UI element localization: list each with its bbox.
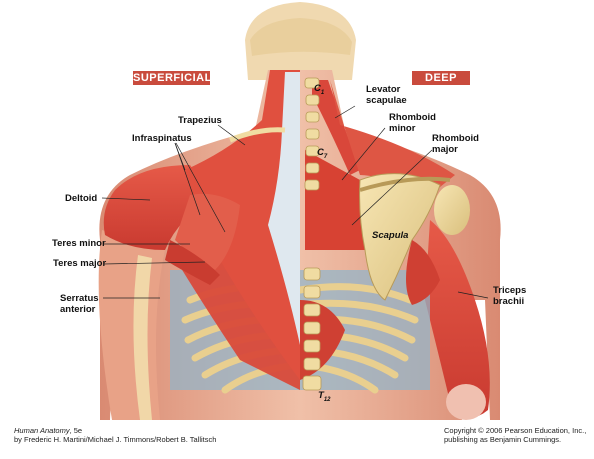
superficial-tag: SUPERFICIAL	[133, 71, 212, 85]
footer-authors: by Frederic H. Martini/Michael J. Timmon…	[14, 435, 217, 444]
label-scapula: Scapula	[372, 230, 409, 241]
right-deep-muscle	[406, 240, 440, 305]
hair-shape	[250, 18, 352, 56]
deep-tag: DEEP	[412, 71, 470, 85]
humerus-head	[434, 185, 470, 235]
left-arm-bone	[133, 255, 152, 420]
label-t12-text: T	[318, 390, 324, 401]
footer-book-title: Human Anatomy	[14, 426, 70, 435]
label-levator-line2: scapulae	[366, 95, 407, 106]
rhomboid-muscle	[305, 150, 372, 250]
footer-citation: Human Anatomy, 5e by Frederic H. Martini…	[14, 426, 216, 444]
label-infraspinatus: Infraspinatus	[132, 133, 192, 144]
spine	[302, 77, 322, 391]
footer-copyright: Copyright © 2006 Pearson Education, Inc.…	[444, 426, 586, 444]
label-serratus: Serratus anterior	[60, 293, 99, 315]
label-rhomboid-major: Rhomboid major	[432, 133, 479, 155]
label-triceps-line1: Triceps	[493, 285, 527, 296]
label-rhomboid-minor: Rhomboid minor	[389, 112, 436, 134]
label-rh-minor-line2: minor	[389, 123, 416, 134]
label-t12: T12	[318, 390, 331, 403]
label-rh-major-line2: major	[432, 144, 458, 155]
label-c7: C7	[317, 147, 328, 160]
levator-muscle	[312, 80, 360, 175]
label-deltoid: Deltoid	[65, 193, 98, 204]
footer-edition: , 5e	[69, 426, 83, 435]
right-arm	[425, 220, 490, 418]
label-levator-line1: Levator	[366, 84, 401, 95]
trapezius-muscle	[185, 70, 300, 380]
label-c7-text: C	[317, 147, 324, 158]
scapula-spine	[359, 176, 451, 192]
left-arm	[98, 230, 165, 420]
label-c1-text: C	[314, 83, 321, 94]
leader-lines	[101, 105, 489, 299]
shoulder-top	[229, 127, 286, 143]
label-c1: C1	[314, 83, 325, 96]
deltoid-muscle	[103, 165, 215, 250]
label-teres-major: Teres major	[53, 258, 107, 269]
footer-copyright-line2: publishing as Benjamin Cummings.	[444, 435, 562, 444]
label-teres-minor: Teres minor	[52, 238, 106, 249]
aponeurosis	[268, 72, 300, 345]
label-serratus-line1: Serratus	[60, 293, 99, 304]
footer-copyright-line1: Copyright © 2006 Pearson Education, Inc.…	[444, 426, 587, 435]
label-rh-major-line1: Rhomboid	[432, 133, 479, 144]
label-trapezius: Trapezius	[178, 115, 222, 126]
right-elbow	[446, 384, 486, 420]
label-rh-minor-line1: Rhomboid	[389, 112, 436, 123]
footer-book-line: Human Anatomy, 5e	[14, 426, 216, 435]
label-levator-scapulae: Levator scapulae	[366, 84, 407, 106]
label-triceps-brachii: Triceps brachii	[493, 285, 526, 307]
label-triceps-line2: brachii	[493, 296, 525, 307]
label-serratus-line2: anterior	[60, 304, 96, 315]
infraspinatus-muscle	[175, 193, 240, 270]
right-upper-back	[330, 80, 455, 195]
